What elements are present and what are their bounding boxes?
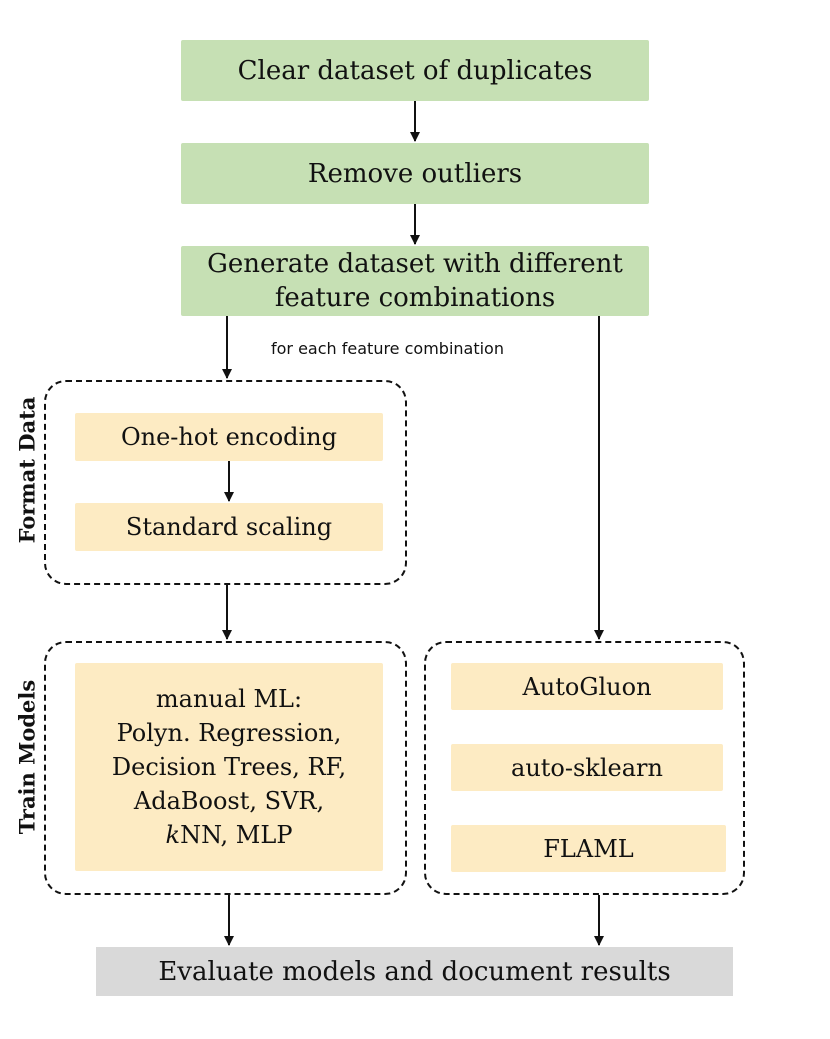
generate-dataset-box: Generate dataset with different feature … [181,246,649,316]
format-data-label: Format Data [14,396,40,544]
auto-sklearn-box: auto-sklearn [451,744,723,791]
knn-rest: NN, MLP [180,821,293,849]
standard-scaling-box: Standard scaling [75,503,383,551]
knn-k: k [165,821,181,849]
clear-duplicates-box: Clear dataset of duplicates [181,40,649,101]
generate-dataset-label: Generate dataset with different feature … [207,249,623,313]
flaml-label: FLAML [543,834,634,863]
flaml-box: FLAML [451,825,726,872]
standard-scaling-label: Standard scaling [125,513,333,541]
manual-ml-line-5: kNN, MLP [166,818,293,852]
manual-ml-box: manual ML: Polyn. Regression, Decision T… [75,663,383,871]
train-models-label: Train Models [14,679,40,835]
remove-outliers-label: Remove outliers [307,158,523,189]
autogluon-label: AutoGluon [522,672,652,701]
automl-group [424,641,745,895]
manual-ml-title: manual ML: [155,685,303,713]
manual-models-group [44,641,407,895]
manual-ml-line-4: AdaBoost, SVR, [133,787,325,815]
loop-note: for each feature combination [271,339,504,358]
manual-ml-line-3: Decision Trees, RF, [111,753,347,781]
autogluon-box: AutoGluon [451,663,723,710]
clear-duplicates-label: Clear dataset of duplicates [237,55,593,86]
remove-outliers-box: Remove outliers [181,143,649,204]
format-data-group [44,380,407,585]
one-hot-encoding-box: One-hot encoding [75,413,383,461]
one-hot-encoding-label: One-hot encoding [120,423,338,451]
auto-sklearn-label: auto-sklearn [511,753,663,782]
evaluate-label: Evaluate models and document results [158,956,671,987]
evaluate-box: Evaluate models and document results [96,947,733,996]
manual-ml-line-2: Polyn. Regression, [116,719,342,747]
